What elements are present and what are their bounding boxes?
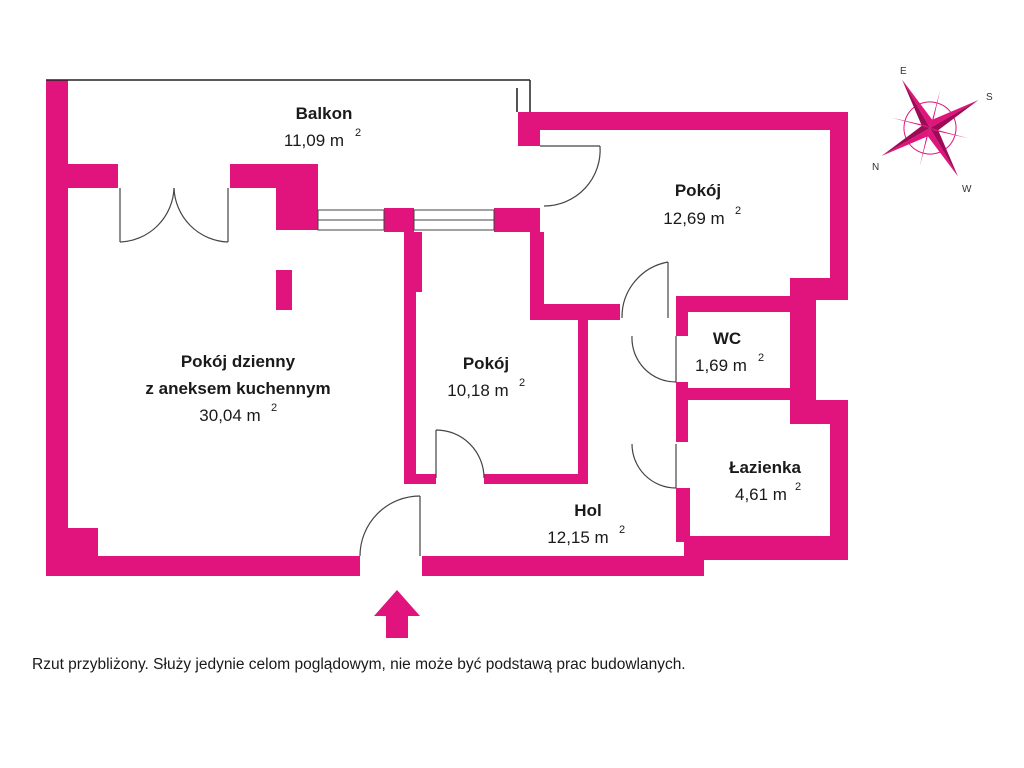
wall-bath-bottom — [684, 536, 848, 560]
doors — [119, 145, 677, 557]
room-area-hol: 12,15 m — [547, 528, 608, 547]
door-pokoj-right-arc — [621, 261, 669, 319]
balcony-outline — [46, 79, 531, 112]
wall-mid-right — [578, 318, 588, 484]
wall-balcony-mid — [384, 208, 414, 232]
room-name-pokoj-right: Pokój — [675, 181, 721, 200]
room-name-pokoj-middle: Pokój — [463, 354, 509, 373]
compass-point-w-shade — [881, 125, 930, 156]
wall-left-outer — [46, 80, 68, 576]
wall-bath-bottom-jamb — [684, 536, 704, 576]
wall-right-top — [518, 112, 848, 130]
room-area-lazienka: 4,61 m — [735, 485, 787, 504]
wall-mid-bottom-right — [484, 474, 588, 484]
door-wc-arc — [631, 335, 677, 383]
compass-letter-n: N — [872, 162, 879, 173]
room-area-pokoj-dzienny: 30,04 m — [199, 406, 260, 425]
door-balcony-arc-right — [173, 187, 229, 243]
disclaimer-text: Rzut przybliżony. Służy jedynie celom po… — [32, 656, 686, 673]
wall-pillar — [276, 164, 318, 230]
wall-mid-left — [404, 232, 416, 484]
wall-corner — [68, 528, 98, 560]
compass-letter-e: E — [900, 66, 907, 77]
compass-point-e-shade — [930, 100, 979, 131]
compass-point-s — [927, 128, 958, 177]
wall-tick — [516, 88, 518, 112]
room-name-lazienka: Łazienka — [729, 458, 801, 477]
room-area-exp-pokoj-dzienny: 2 — [271, 402, 277, 414]
room-area-pokoj-middle: 10,18 m — [447, 381, 508, 400]
wall-bottom-left — [46, 556, 360, 576]
room-area-exp-pokoj-middle: 2 — [519, 377, 525, 389]
wall-right-outer — [830, 112, 848, 296]
wall-wc-left-top — [676, 296, 688, 336]
wall-pokoj-right-bottom-left — [530, 304, 620, 320]
wall-living-top-left — [46, 164, 118, 188]
wall-pokoj-right-bottom-right — [676, 296, 806, 312]
wall-bottom-right — [422, 556, 704, 576]
wall-right-lower — [830, 400, 848, 560]
room-area-wc: 1,69 m — [695, 356, 747, 375]
wall-mid-bottom-left — [404, 474, 436, 484]
room-name-pokoj-dzienny-1: Pokój dzienny — [181, 352, 296, 371]
wall-mid-left-inner — [416, 232, 422, 292]
room-area-pokoj-right: 12,69 m — [663, 209, 724, 228]
room-name-balkon: Balkon — [296, 104, 353, 123]
wall-right-top-jamb — [518, 112, 540, 146]
door-mid-arc — [435, 429, 485, 479]
walls — [46, 80, 848, 576]
compass-letter-s: S — [986, 92, 993, 103]
compass-letter-w: W — [962, 184, 972, 195]
wall-ticks — [516, 88, 518, 112]
room-area-balkon: 11,09 m — [284, 131, 344, 150]
room-name-hol: Hol — [574, 501, 601, 520]
wall-bath-left — [676, 488, 690, 542]
door-entrance-arc — [359, 495, 421, 557]
door-balcony-arc-left — [119, 187, 175, 243]
room-name-wc: WC — [713, 329, 741, 348]
room-area-exp-wc: 2 — [758, 352, 764, 364]
windows — [317, 209, 495, 231]
compass-point-n — [902, 79, 933, 128]
room-area-exp-hol: 2 — [619, 524, 625, 536]
entrance-arrow-icon — [374, 590, 420, 638]
room-name-pokoj-dzienny-2: z aneksem kuchennym — [145, 379, 330, 398]
compass-rose-icon — [881, 79, 979, 177]
room-area-exp-pokoj-right: 2 — [735, 205, 741, 217]
wall-stub — [276, 270, 292, 310]
wall-wc-bottom — [676, 388, 806, 400]
room-area-exp-balkon: 2 — [355, 127, 361, 139]
wall-pokoj-right-left — [530, 232, 544, 312]
wall-balcony-right — [494, 208, 540, 232]
door-right-balcony-arc — [543, 145, 601, 207]
door-bath-arc — [631, 443, 677, 489]
room-area-exp-lazienka: 2 — [795, 481, 801, 493]
